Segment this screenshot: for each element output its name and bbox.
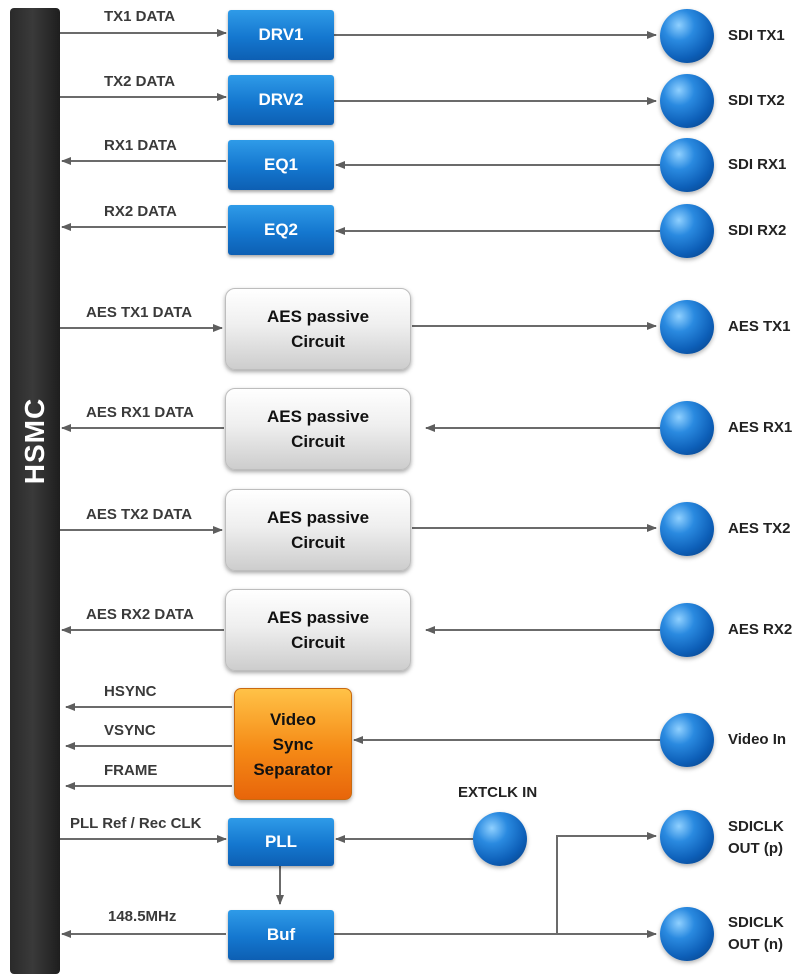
aes-circuit-line2: Circuit [291, 533, 345, 552]
drv1-label: DRV1 [258, 25, 304, 44]
eq1-label: EQ1 [263, 155, 299, 174]
pll-label: PLL [264, 832, 298, 851]
sdi-rx2-port-label: SDI RX2 [728, 222, 787, 239]
sdiclk-n-line2: OUT (n) [728, 936, 783, 953]
rx1-data-label: RX1 DATA [104, 137, 177, 154]
hsmc-label: HSMC [19, 397, 50, 485]
sdi-rx1-connector-icon [660, 138, 714, 192]
sdiclk-p-line2: OUT (p) [728, 840, 783, 857]
pll-block: PLL [228, 818, 334, 866]
sdiclk-n-line1: SDICLK [728, 914, 784, 931]
aes-tx2-connector-icon [660, 502, 714, 556]
aes-rx1-connector-icon [660, 401, 714, 455]
aes-tx1-port-label: AES TX1 [728, 318, 791, 335]
aes-circuit-line1: AES passive [266, 608, 370, 627]
aes-rx2-port-label: AES RX2 [728, 621, 793, 638]
extclk-in-connector-icon [473, 812, 527, 866]
aes-circuit-line1: AES passive [266, 508, 370, 527]
wire-sdiclk-p [556, 832, 657, 934]
tx1-data-label: TX1 DATA [104, 8, 176, 25]
sdi-tx1-port-label: SDI TX1 [728, 27, 785, 44]
buf-label: Buf [266, 925, 296, 944]
pll-ref-label: PLL Ref / Rec CLK [70, 815, 202, 832]
eq2-label: EQ2 [263, 220, 299, 239]
aes-tx2-data-label: AES TX2 DATA [86, 506, 193, 523]
sdiclk-out-p-port-label: SDICLK OUT (p) [728, 816, 784, 860]
aes-circuit-line1: AES passive [266, 407, 370, 426]
drv1-block: DRV1 [228, 10, 334, 60]
eq1-block: EQ1 [228, 140, 334, 190]
aes-tx1-data-label: AES TX1 DATA [86, 304, 193, 321]
eq2-block: EQ2 [228, 205, 334, 255]
drv2-block: DRV2 [228, 75, 334, 125]
video-sync-separator-block: Video Sync Separator [234, 688, 352, 800]
aes-circuit-line2: Circuit [291, 432, 345, 451]
sdiclk-p-line1: SDICLK [728, 818, 784, 835]
vss-line2: Sync [272, 734, 314, 754]
rx2-data-label: RX2 DATA [104, 203, 177, 220]
aes-rx1-data-label: AES RX1 DATA [86, 404, 194, 421]
freq-label: 148.5MHz [108, 908, 177, 925]
sdi-rx2-connector-icon [660, 204, 714, 258]
vss-line3: Separator [253, 759, 333, 779]
vss-line1: Video [270, 709, 316, 729]
aes-circuit-line1: AES passive [266, 307, 370, 326]
sdi-tx1-connector-icon [660, 9, 714, 63]
aes-tx2-port-label: AES TX2 [728, 520, 791, 537]
video-in-port-label: Video In [728, 731, 787, 748]
sdi-tx2-port-label: SDI TX2 [728, 92, 785, 109]
frame-label: FRAME [104, 762, 158, 779]
hsync-label: HSYNC [104, 683, 157, 700]
video-in-connector-icon [660, 713, 714, 767]
sdi-rx1-port-label: SDI RX1 [728, 156, 787, 173]
extclk-in-port-label: EXTCLK IN [458, 784, 538, 801]
aes-rx1-port-label: AES RX1 [728, 419, 793, 436]
tx2-data-label: TX2 DATA [104, 73, 176, 90]
aes-circuit-line2: Circuit [291, 332, 345, 351]
drv2-label: DRV2 [258, 90, 304, 109]
buf-block: Buf [228, 910, 334, 960]
sdi-tx2-connector-icon [660, 74, 714, 128]
sdiclk-out-p-connector-icon [660, 810, 714, 864]
sdiclk-out-n-port-label: SDICLK OUT (n) [728, 912, 784, 956]
aes-circuit-line2: Circuit [291, 633, 345, 652]
sdiclk-out-n-connector-icon [660, 907, 714, 961]
vsync-label: VSYNC [104, 722, 156, 739]
aes-rx2-connector-icon [660, 603, 714, 657]
hsmc-connector-bar [10, 8, 60, 974]
aes-rx2-data-label: AES RX2 DATA [86, 606, 194, 623]
aes-tx1-connector-icon [660, 300, 714, 354]
